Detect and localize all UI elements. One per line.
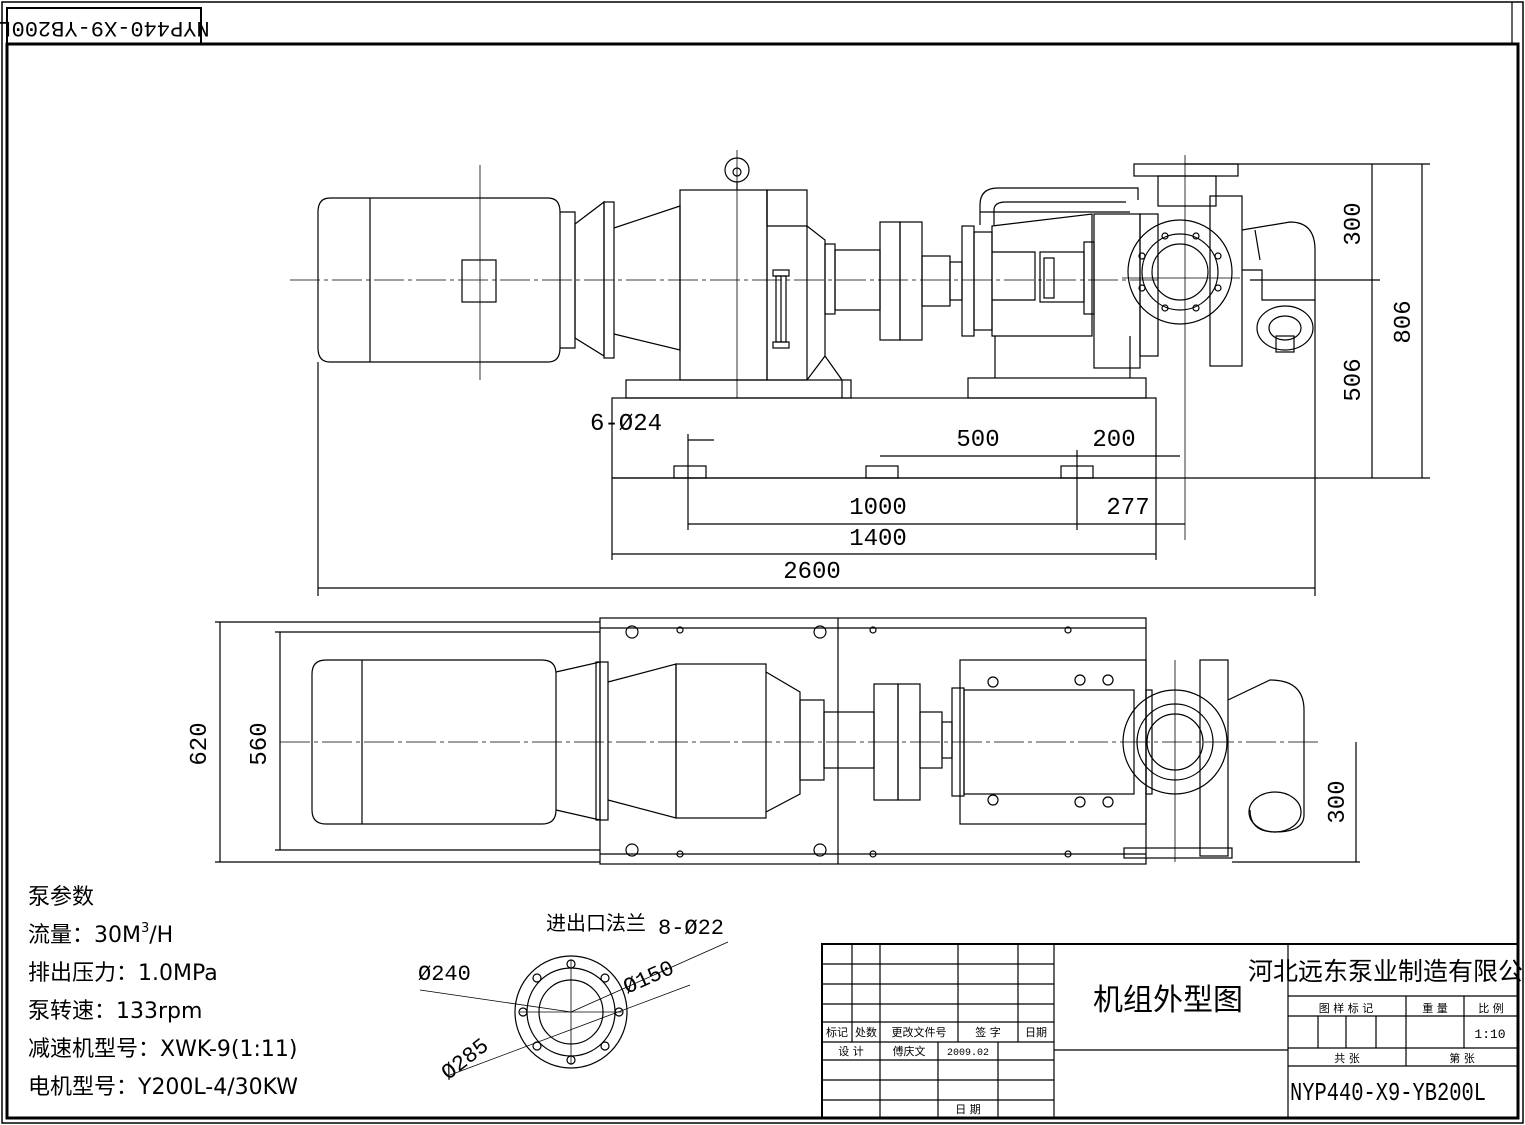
- flange-d150: Ø150: [620, 956, 678, 1000]
- tb-date-label: 日 期: [955, 1103, 981, 1116]
- motor-plan: [311, 659, 557, 825]
- dim-1400: 1400: [849, 526, 907, 553]
- dim-300-plan: 300: [1325, 780, 1352, 823]
- tb-col-count: 处数: [855, 1026, 877, 1039]
- flange-d240: Ø240: [418, 962, 471, 987]
- flange-holes: 8-Ø22: [658, 916, 724, 941]
- title-block: [821, 943, 1519, 1119]
- dim-200: 200: [1092, 427, 1135, 454]
- tb-total-sheets: 共 张: [1334, 1052, 1360, 1065]
- company-name: 河北远东泵业制造有限公司: [1248, 957, 1525, 986]
- tb-col-sign: 签 字: [975, 1025, 1001, 1039]
- params-title: 泵参数: [28, 885, 94, 910]
- flange-detail: [419, 941, 729, 1076]
- dim-1000: 1000: [849, 495, 907, 522]
- pump-params: 泵参数 流量：30M3/H 排出压力：1.0MPa 泵转速：133rpm 减速机…: [28, 885, 298, 1100]
- dim-506: 506: [1341, 358, 1368, 401]
- params-flow: 流量：30M3/H: [28, 921, 173, 948]
- dim-806: 806: [1391, 300, 1418, 343]
- params-speed: 泵转速：133rpm: [28, 999, 202, 1024]
- motor-body: [317, 197, 561, 363]
- corner-tag-box: [6, 7, 202, 45]
- tb-design-label: 设 计: [838, 1045, 864, 1058]
- dim-2600: 2600: [783, 559, 841, 586]
- dim-277: 277: [1106, 495, 1149, 522]
- tb-col-date: 日期: [1025, 1026, 1047, 1039]
- drawing-number: NYP440-X9-YB200L: [1290, 1078, 1486, 1108]
- terminal-box: [461, 259, 497, 303]
- dim-500: 500: [956, 427, 999, 454]
- params-motor: 电机型号：Y200L-4/30KW: [28, 1075, 298, 1100]
- dim-560: 560: [247, 722, 274, 765]
- tb-design-date: 2009.02: [947, 1048, 989, 1059]
- tb-sheet-no: 第 张: [1449, 1051, 1475, 1065]
- params-pressure: 排出压力：1.0MPa: [28, 961, 218, 986]
- corner-tag: NYP440-X9-YB200L: [0, 15, 210, 40]
- inner-border: [5, 42, 1520, 1120]
- reducer-body: [679, 189, 768, 381]
- tb-col-mark: 标记: [826, 1025, 848, 1039]
- tb-scale-label: 比 例: [1478, 1001, 1504, 1015]
- drawing-name: 机组外型图: [1093, 983, 1243, 1018]
- pump-volute: [1127, 219, 1233, 325]
- tb-scale: 1:10: [1474, 1027, 1505, 1042]
- dim-620: 620: [187, 722, 214, 765]
- tb-col-doc: 更改文件号: [892, 1025, 947, 1039]
- params-reducer: 减速机型号：XWK-9(1:11): [28, 1037, 297, 1062]
- tb-stage-mark: 图 样 标 记: [1319, 1001, 1374, 1015]
- plan-view: [215, 617, 1360, 865]
- dim-300-side: 300: [1341, 202, 1368, 245]
- tb-weight: 重 量: [1422, 1001, 1448, 1015]
- elevation-view: [290, 150, 1430, 596]
- tb-designer: 傅庆文: [893, 1044, 926, 1058]
- flange-d285: Ø285: [437, 1034, 494, 1086]
- flange-title: 进出口法兰: [546, 911, 646, 935]
- dim-holes-6-24: 6-Ø24: [590, 411, 662, 438]
